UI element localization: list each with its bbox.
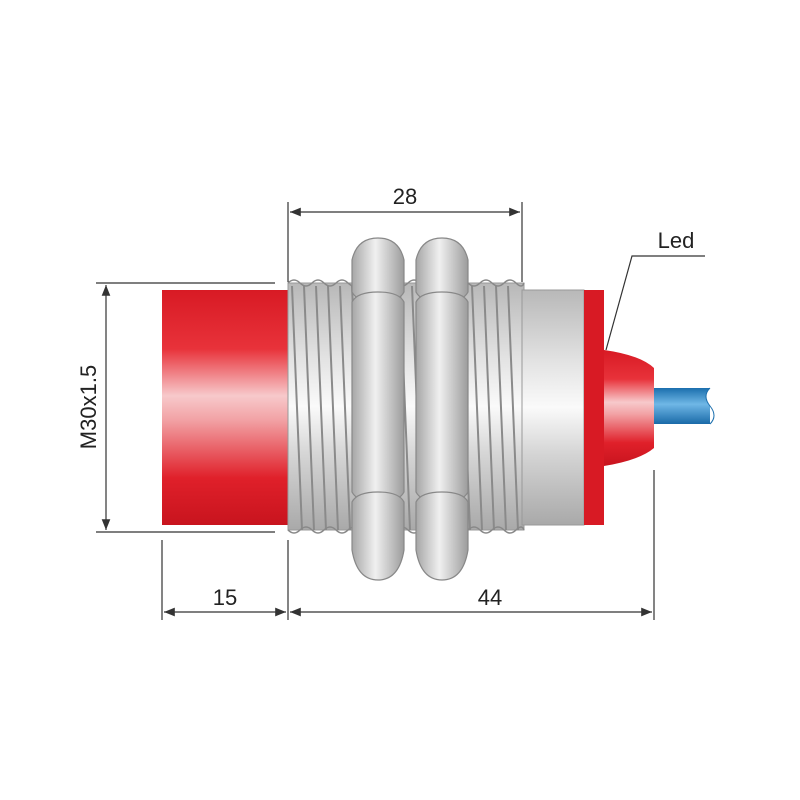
dimension-diameter: M30x1.5: [76, 365, 101, 449]
led-ring: [584, 290, 604, 525]
dimension-top-length: 28: [393, 184, 417, 209]
dimension-cap-length: 15: [213, 585, 237, 610]
rear-housing: [521, 289, 585, 526]
dimension-lines: [96, 202, 705, 620]
hex-nut-right: [415, 237, 469, 581]
threaded-body: [287, 279, 525, 534]
hex-nut-left: [351, 237, 405, 581]
led-label: Led: [658, 228, 695, 253]
dimension-total-length: 44: [478, 585, 502, 610]
sensing-cap: [162, 290, 288, 525]
cable: [654, 387, 715, 425]
cable-gland: [604, 350, 654, 466]
